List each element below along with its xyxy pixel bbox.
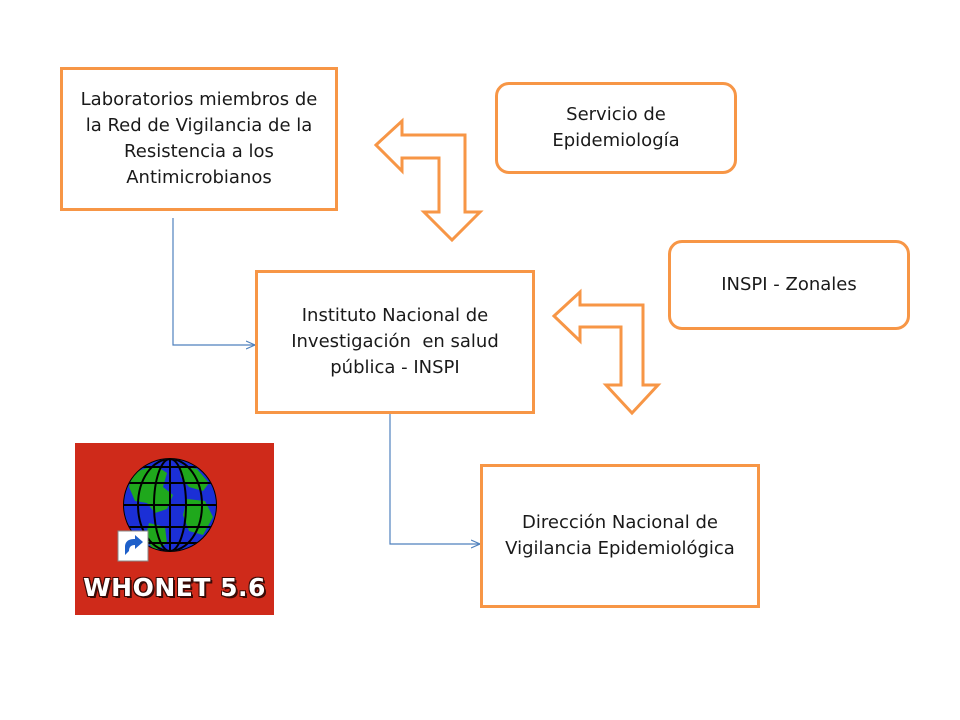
node-servicio-epidemiologia: Servicio de Epidemiología (495, 82, 737, 174)
shortcut-arrow-icon (117, 530, 149, 562)
node-epidemiologia-line-2: Epidemiología (552, 130, 680, 151)
bent-arrow-lab-inspi (373, 117, 484, 243)
node-laboratorios-line-2: la Red de Vigilancia de la (85, 115, 313, 136)
connector-lab-to-inspi (172, 218, 255, 345)
node-laboratorios-line-3: Resistencia a los (124, 141, 274, 162)
whonet-label: WHONET 5.6 (83, 573, 266, 602)
bent-arrow-inspi-zonales (551, 288, 662, 416)
node-zonales-line-1: INSPI - Zonales (721, 274, 857, 295)
whonet-shortcut-icon[interactable]: WHONET 5.6 (75, 443, 274, 615)
node-direccion-line-1: Dirección Nacional de (522, 512, 718, 533)
node-inspi-line-2: Investigación en salud (291, 331, 499, 352)
node-laboratorios: Laboratorios miembros de la Red de Vigil… (60, 67, 338, 211)
connector-inspi-to-direccion (389, 414, 480, 544)
node-epidemiologia-line-1: Servicio de (566, 104, 666, 125)
node-inspi-line-3: pública - INSPI (330, 357, 460, 378)
node-direccion-nacional: Dirección Nacional de Vigilancia Epidemi… (480, 464, 760, 608)
node-inspi: Instituto Nacional de Investigación en s… (255, 270, 535, 414)
node-laboratorios-line-1: Laboratorios miembros de (80, 89, 318, 110)
globe-icon (117, 458, 217, 562)
node-inspi-line-1: Instituto Nacional de (301, 305, 489, 326)
node-direccion-line-2: Vigilancia Epidemiológica (505, 538, 735, 559)
node-laboratorios-line-4: Antimicrobianos (126, 167, 272, 188)
node-inspi-zonales: INSPI - Zonales (668, 240, 910, 330)
